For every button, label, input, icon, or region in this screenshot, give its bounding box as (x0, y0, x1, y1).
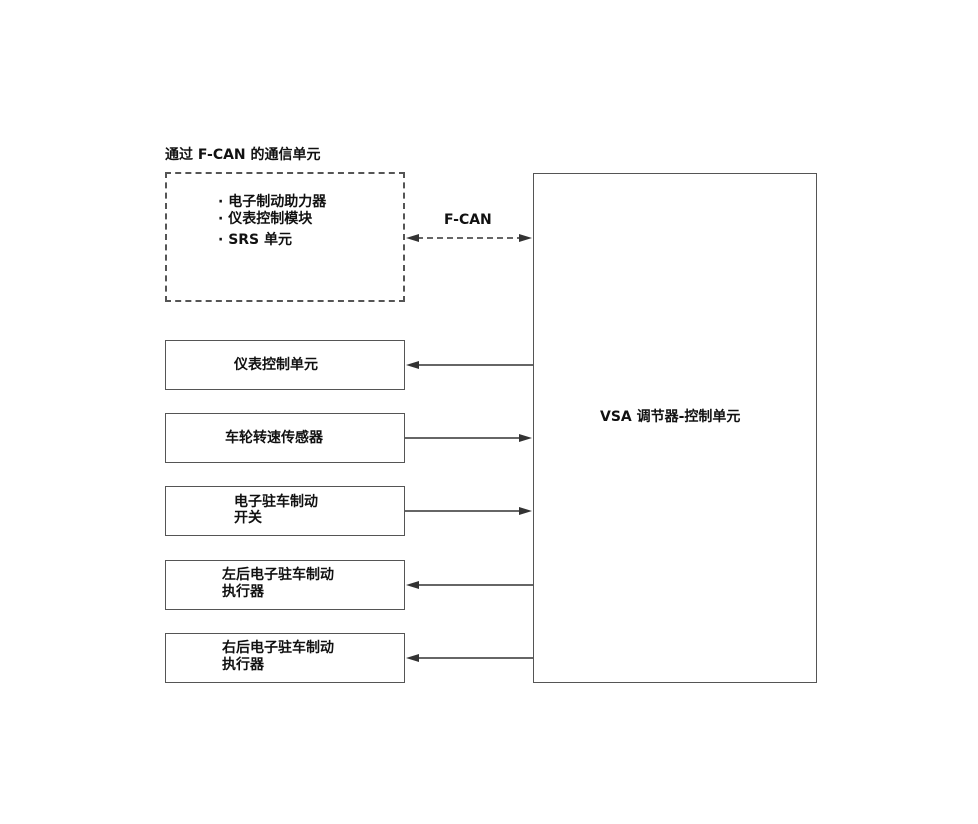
fcan-group-box (165, 172, 405, 302)
wheel-speed-signal-arrow (519, 434, 532, 442)
parking-brake-switch-label-line2: 开关 (234, 510, 262, 526)
group-title: 通过 F-CAN 的通信单元 (165, 147, 321, 163)
gauge-control-unit-label: 仪表控制单元 (234, 357, 318, 373)
wheel-speed-sensor-box (165, 413, 405, 463)
vsa-control-unit-label: VSA 调节器-控制单元 (600, 409, 741, 425)
parking-switch-signal-arrow (519, 507, 532, 515)
group-item-gauge-module: · 仪表控制模块 (218, 211, 313, 227)
gauge-control-unit-box (165, 340, 405, 390)
wheel-speed-sensor-label: 车轮转速传感器 (225, 430, 323, 446)
left-rear-actuator-box (165, 560, 405, 610)
right-rear-actuator-box (165, 633, 405, 683)
fcan-bus-label: F-CAN (444, 212, 492, 228)
right-rear-actuator-label-line1: 右后电子驻车制动 (222, 640, 334, 656)
gauge-signal-arrow (406, 361, 419, 369)
parking-brake-switch-box (165, 486, 405, 536)
left-actuator-signal-arrow (406, 581, 419, 589)
group-item-srs-unit: · SRS 单元 (218, 232, 293, 248)
parking-brake-switch-label-line1: 电子驻车制动 (234, 494, 318, 510)
fcan-arrow-left (406, 234, 419, 242)
vsa-control-unit (533, 173, 817, 683)
fcan-arrow-right (519, 234, 532, 242)
left-rear-actuator-label-line1: 左后电子驻车制动 (222, 567, 334, 583)
left-rear-actuator-label-line2: 执行器 (222, 584, 264, 600)
group-item-brake-booster: · 电子制动助力器 (218, 194, 327, 210)
right-actuator-signal-arrow (406, 654, 419, 662)
right-rear-actuator-label-line2: 执行器 (222, 657, 264, 673)
